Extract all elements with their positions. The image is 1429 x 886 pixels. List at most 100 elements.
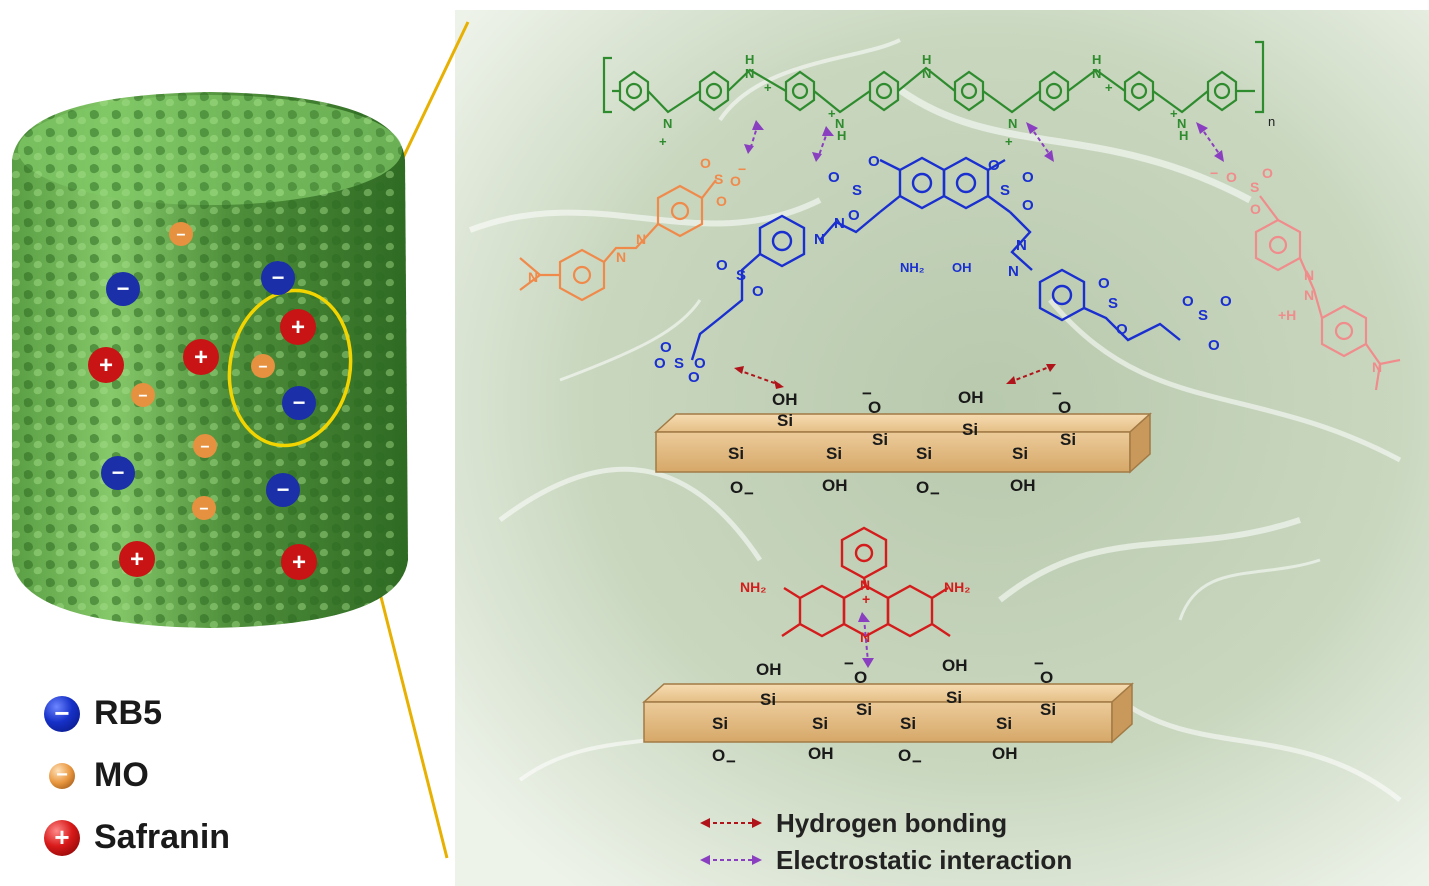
svg-text:O: O bbox=[1262, 165, 1273, 181]
svg-text:−: − bbox=[138, 388, 147, 405]
mo-ion: − bbox=[192, 496, 216, 520]
legend-label-rb5: RB5 bbox=[94, 694, 163, 732]
mo-molecule bbox=[519, 179, 717, 302]
svg-text:O: O bbox=[1116, 321, 1128, 338]
silanol-oh: OH bbox=[992, 744, 1018, 763]
svg-text:+: + bbox=[1105, 80, 1113, 95]
legend-label-safranin: Safranin bbox=[94, 818, 231, 856]
svg-text:+: + bbox=[828, 106, 836, 121]
svg-text:O: O bbox=[1220, 293, 1232, 310]
svg-text:O: O bbox=[1226, 169, 1237, 185]
svg-text:S: S bbox=[1198, 307, 1208, 324]
svg-text:S: S bbox=[674, 355, 684, 372]
silicon: Si bbox=[996, 714, 1013, 733]
svg-text:N: N bbox=[1008, 263, 1019, 280]
benzene-ring bbox=[784, 70, 816, 112]
svg-text:N: N bbox=[1372, 359, 1382, 375]
silanol-oh: OH bbox=[772, 390, 798, 409]
mo-ion: − bbox=[251, 354, 275, 378]
svg-text:OH: OH bbox=[952, 260, 972, 275]
svg-text:H: H bbox=[1092, 52, 1101, 67]
safranin-ion: + bbox=[280, 309, 316, 345]
svg-text:N: N bbox=[636, 231, 646, 247]
minus-sign: − bbox=[930, 484, 940, 503]
svg-text:O: O bbox=[1182, 293, 1194, 310]
electrostatic-arrows bbox=[744, 120, 1224, 668]
rb5-ion: − bbox=[106, 272, 140, 306]
silica-rod-lower bbox=[642, 682, 1134, 744]
mo-protonated-molecule bbox=[1254, 195, 1401, 391]
silicon: Si bbox=[900, 714, 917, 733]
silicon: Si bbox=[812, 714, 829, 733]
svg-text:N: N bbox=[860, 629, 870, 645]
svg-text:N: N bbox=[1304, 267, 1314, 283]
rb5-molecule bbox=[690, 156, 1181, 361]
svg-text:H: H bbox=[837, 128, 846, 143]
silanolate-o: O bbox=[854, 668, 868, 687]
svg-text:N: N bbox=[1016, 237, 1027, 254]
svg-text:N: N bbox=[835, 116, 844, 131]
svg-text:O: O bbox=[716, 257, 728, 274]
svg-text:N: N bbox=[922, 66, 931, 81]
svg-text:+H: +H bbox=[1278, 307, 1296, 323]
minus-sign: − bbox=[844, 654, 854, 673]
benzene-ring bbox=[1123, 70, 1155, 112]
silanol-oh: OH bbox=[756, 660, 782, 679]
svg-text:N: N bbox=[745, 66, 754, 81]
svg-text:O: O bbox=[1022, 197, 1034, 214]
svg-text:O: O bbox=[716, 193, 727, 209]
silicon: Si bbox=[826, 444, 843, 463]
rb5-ion: − bbox=[261, 261, 295, 295]
svg-text:NH₂: NH₂ bbox=[740, 579, 766, 595]
svg-text:−: − bbox=[277, 477, 290, 502]
minus-sign: − bbox=[1034, 654, 1044, 673]
hydrogen-bonding-label: Hydrogen bonding bbox=[776, 808, 1008, 838]
rb5-ion: − bbox=[266, 473, 300, 507]
mo-ion: − bbox=[193, 434, 217, 458]
silicon: Si bbox=[916, 444, 933, 463]
svg-text:O: O bbox=[1098, 275, 1110, 292]
benzene-ring bbox=[698, 70, 730, 112]
silicon: Si bbox=[946, 688, 963, 707]
svg-text:−: − bbox=[117, 276, 130, 301]
silicon: Si bbox=[1040, 700, 1057, 719]
safranin-icon: + bbox=[44, 819, 80, 856]
svg-text:−: − bbox=[1210, 165, 1218, 181]
silicon: Si bbox=[760, 690, 777, 709]
benzene-ring bbox=[953, 70, 985, 112]
minus-sign: − bbox=[744, 484, 754, 503]
silicon: Si bbox=[1060, 430, 1077, 449]
svg-text:O: O bbox=[694, 355, 706, 372]
benzene-ring bbox=[1038, 70, 1070, 112]
svg-text:S: S bbox=[1250, 179, 1259, 195]
svg-text:O: O bbox=[848, 207, 860, 224]
legend-item-rb5: − RB5 bbox=[44, 694, 162, 733]
svg-text:+: + bbox=[291, 314, 305, 341]
silanol-oh: OH bbox=[1010, 476, 1036, 495]
svg-text:+: + bbox=[659, 134, 667, 149]
svg-text:H: H bbox=[922, 52, 931, 67]
svg-text:S: S bbox=[1000, 182, 1010, 199]
svg-text:O: O bbox=[660, 339, 672, 356]
svg-text:S: S bbox=[1108, 295, 1118, 312]
minus-sign: − bbox=[1052, 384, 1062, 403]
svg-text:O: O bbox=[752, 283, 764, 300]
svg-text:−: − bbox=[112, 460, 125, 485]
polyaniline-chain bbox=[602, 40, 1265, 114]
svg-text:+: + bbox=[292, 549, 306, 576]
silicon: Si bbox=[872, 430, 889, 449]
legend-item-mo: − MO bbox=[44, 756, 149, 795]
legend-item-safranin: + Safranin bbox=[44, 818, 230, 857]
mo-ion: − bbox=[131, 383, 155, 407]
svg-text:O: O bbox=[730, 173, 741, 189]
svg-text:O: O bbox=[988, 157, 1000, 174]
svg-text:+: + bbox=[99, 352, 113, 379]
silanolate-o: O bbox=[712, 746, 726, 765]
rb5-small-labels: NH₂ OH bbox=[900, 260, 972, 275]
silicon: Si bbox=[1012, 444, 1029, 463]
silanolate-o: O bbox=[1040, 668, 1054, 687]
svg-text:+: + bbox=[1005, 134, 1013, 149]
